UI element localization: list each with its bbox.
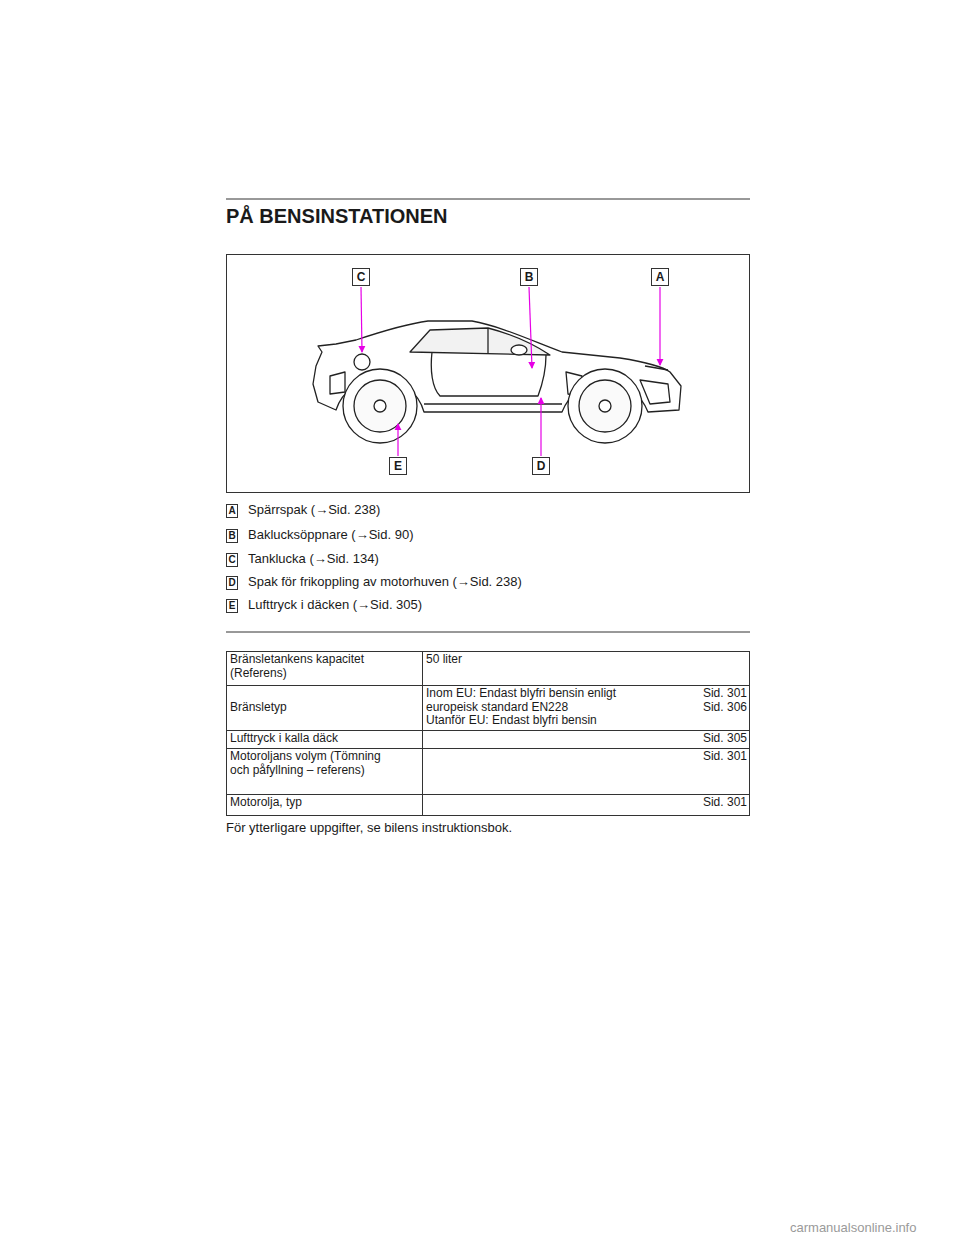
- table-grid: [226, 651, 750, 816]
- table-cell: 50 liter: [426, 653, 661, 667]
- table-column-line: [422, 651, 423, 815]
- list-item: Spak för frikoppling av motorhuven (→Sid…: [248, 575, 522, 590]
- leader-lines: [361, 287, 660, 456]
- table-text: Bränsletankens kapacitet (Referens): [230, 653, 400, 680]
- callout-letter: E: [389, 457, 407, 475]
- page-reference: Sid. 301: [666, 750, 747, 764]
- table-cell: Bränsletankens kapacitet (Referens): [230, 653, 400, 680]
- table-cell: Lufttryck i kalla däck: [230, 732, 400, 746]
- table-row-line: [226, 685, 750, 686]
- table-cell: Inom EU: Endast blyfri bensin enligt eur…: [426, 687, 661, 728]
- list-callout: E: [226, 599, 238, 613]
- callout-letter: C: [352, 268, 370, 286]
- table-cell: Sid. 301: [666, 750, 747, 764]
- page-reference: Sid. 301: [666, 796, 747, 810]
- callout-letter: D: [532, 457, 550, 475]
- list-item: Tanklucka (→Sid. 134): [248, 552, 379, 567]
- section-rule: [226, 632, 750, 633]
- table-cell: Bränsletyp: [230, 701, 400, 715]
- watermark: carmanualsonline.info: [790, 1221, 916, 1236]
- list-item: Spärrspak (→Sid. 238): [248, 503, 380, 518]
- table-cell: Sid. 301: [666, 796, 747, 810]
- table-text: Utanför EU: Endast blyfri bensin: [426, 714, 661, 728]
- table-text: Inom EU: Endast blyfri bensin enligt eur…: [426, 687, 661, 714]
- page-reference: Sid. 306: [666, 701, 747, 715]
- table-row-line: [226, 794, 750, 795]
- list-callout: D: [226, 576, 238, 590]
- table-text: 50 liter: [426, 653, 661, 667]
- page-reference: Sid. 305: [666, 732, 747, 746]
- callout-letter: B: [520, 268, 538, 286]
- table-cell: Sid. 305: [666, 732, 747, 746]
- list-callout: A: [226, 504, 238, 518]
- page-title: PÅ BENSINSTATIONEN: [226, 205, 448, 228]
- table-row-line: [226, 748, 750, 749]
- list-callout: B: [226, 529, 238, 543]
- table-text: Bränsletyp: [230, 701, 400, 715]
- list-item: Baklucksöppnare (→Sid. 90): [248, 528, 413, 543]
- table-text: Motorolja, typ: [230, 796, 400, 810]
- table-cell: Motoroljans volym (Tömning och påfyllnin…: [230, 750, 400, 777]
- callout-letter: A: [651, 268, 669, 286]
- figure-frame: [227, 255, 750, 493]
- table-cell: Motorolja, typ: [230, 796, 400, 810]
- table-border: [227, 652, 750, 816]
- table-cell: Sid. 301Sid. 306: [666, 687, 747, 714]
- page-reference: Sid. 301: [666, 687, 747, 701]
- list-item: Lufttryck i däcken (→Sid. 305): [248, 598, 422, 613]
- table-text: Lufttryck i kalla däck: [230, 732, 400, 746]
- table-text: Motoroljans volym (Tömning och påfyllnin…: [230, 750, 400, 777]
- car-illustration: [313, 321, 681, 443]
- table-row-line: [226, 730, 750, 731]
- top-rule: [226, 199, 750, 200]
- footer-note: För ytterligare uppgifter, se bilens ins…: [226, 821, 512, 836]
- list-callout: C: [226, 553, 238, 567]
